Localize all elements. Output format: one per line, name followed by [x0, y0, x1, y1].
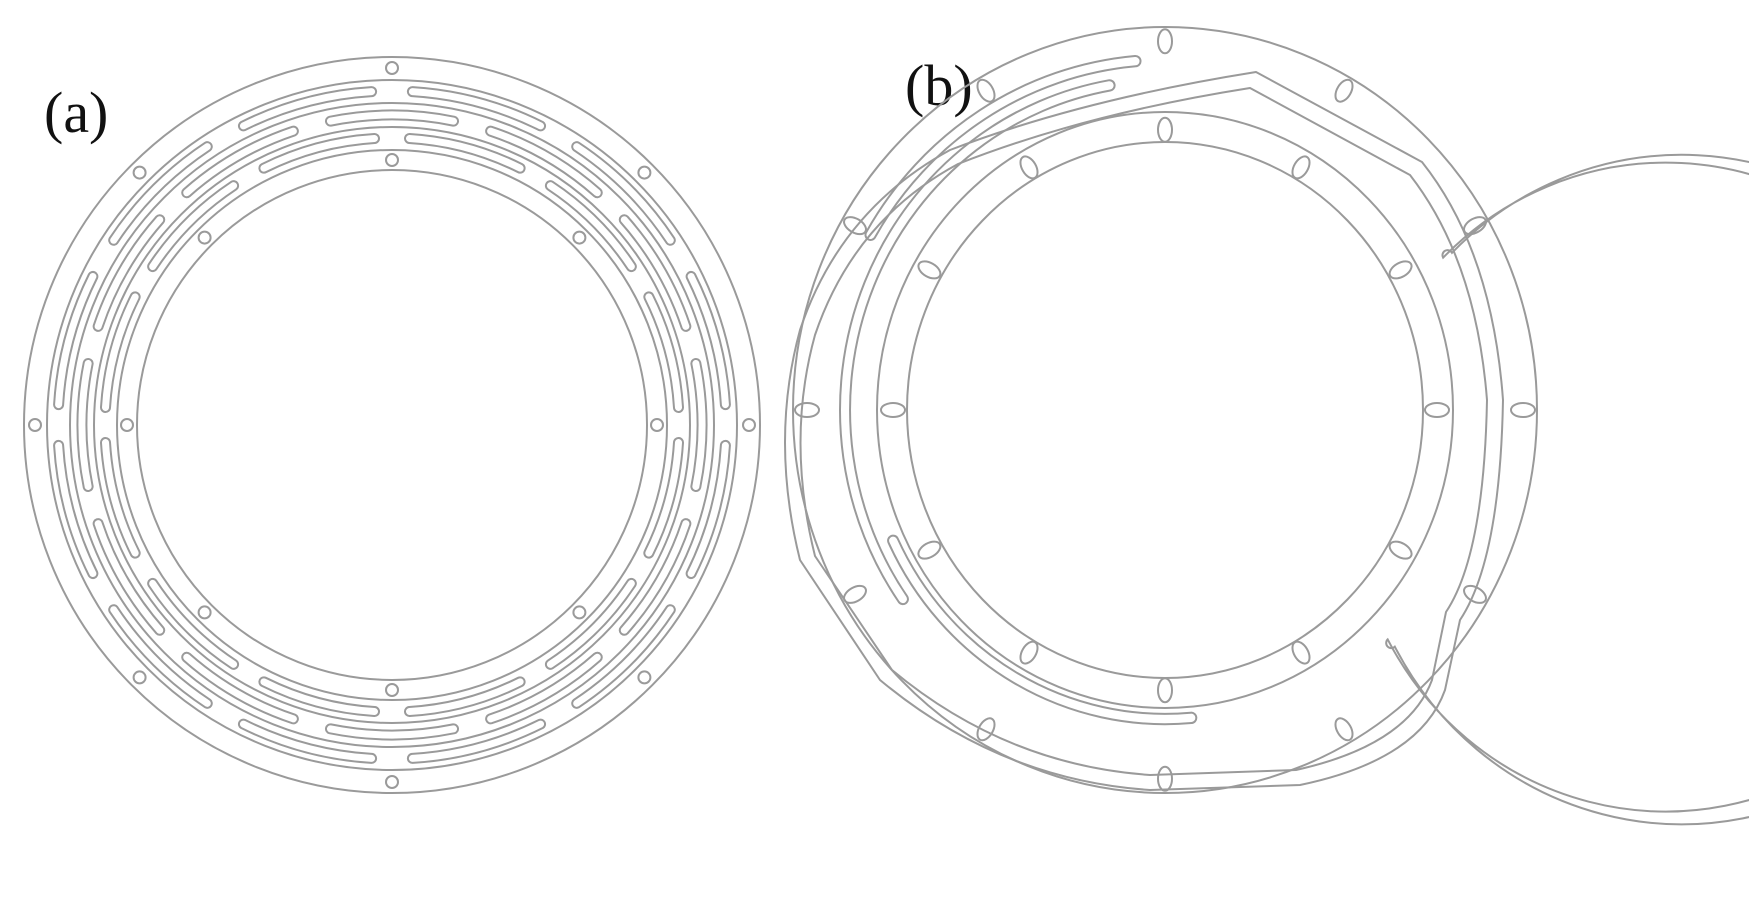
- inner-hole: [572, 230, 587, 245]
- ring-line: [46, 79, 738, 771]
- inner-edge: [136, 169, 648, 681]
- inner-hole: [385, 153, 399, 167]
- slot: [53, 270, 99, 411]
- slot: [404, 676, 526, 717]
- outer-oval-hole: [843, 216, 867, 236]
- slot: [92, 518, 166, 636]
- slot: [258, 133, 380, 174]
- outer-oval-hole: [1334, 78, 1354, 103]
- inner-oval-hole: [1291, 155, 1311, 180]
- slot: [147, 180, 240, 273]
- slot: [571, 141, 676, 246]
- outer-hole: [742, 418, 756, 432]
- panel-b-outlines: [784, 26, 1749, 826]
- outer-hole: [385, 61, 399, 75]
- outer-oval-hole: [1463, 216, 1487, 236]
- slot: [485, 651, 603, 725]
- outer-edge: [792, 26, 1538, 794]
- slot: [690, 358, 708, 492]
- panel-b-seal-pattern: (b): [784, 26, 1749, 826]
- ring-line: [69, 102, 715, 748]
- slot: [237, 86, 378, 132]
- slot: [147, 577, 240, 670]
- outer-hole: [637, 670, 652, 685]
- outer-oval-hole: [976, 78, 996, 103]
- outer-hole: [385, 775, 399, 789]
- channel-outer: [784, 70, 1505, 792]
- inner-oval-hole: [1388, 540, 1413, 560]
- slot: [325, 109, 459, 127]
- panel-b-label: (b): [905, 53, 973, 118]
- inner-hole: [197, 230, 212, 245]
- inner-edge: [906, 141, 1424, 679]
- slot: [685, 439, 731, 580]
- slot: [544, 577, 637, 670]
- slot: [100, 291, 141, 413]
- slot: [618, 214, 692, 332]
- inner-hole: [572, 605, 587, 620]
- slot: [406, 86, 547, 132]
- inner-hole: [385, 683, 399, 697]
- slot: [76, 358, 94, 492]
- slot: [108, 141, 213, 246]
- outer-oval-hole: [1157, 28, 1173, 55]
- inner-hole: [197, 605, 212, 620]
- outer-oval-hole: [1510, 402, 1536, 418]
- slot: [404, 133, 526, 174]
- slot: [258, 676, 380, 717]
- inner-oval-hole: [1424, 402, 1450, 418]
- slot: [100, 437, 141, 559]
- slot: [485, 125, 603, 199]
- inner-oval-hole: [1291, 640, 1311, 665]
- inner-hole: [120, 418, 134, 432]
- slot: [643, 437, 684, 559]
- inner-oval-hole: [917, 260, 942, 280]
- outer-oval-hole: [976, 717, 996, 742]
- outer-oval-hole: [1463, 584, 1487, 604]
- outer-hole: [637, 165, 652, 180]
- slot: [544, 180, 637, 273]
- outer-hole: [132, 670, 147, 685]
- slot: [406, 718, 547, 764]
- slot: [181, 125, 299, 199]
- inner-oval-hole: [1019, 155, 1039, 180]
- slot: [53, 439, 99, 580]
- outer-oval-hole: [794, 402, 820, 418]
- inner-oval-hole: [1019, 640, 1039, 665]
- panel-a-outlines: [23, 56, 761, 794]
- inner-oval-hole: [880, 402, 906, 418]
- outer-hole: [28, 418, 42, 432]
- ring-line: [116, 149, 668, 701]
- inner-oval-hole: [1157, 677, 1173, 704]
- slot: [571, 604, 676, 709]
- slot-top: [864, 55, 1142, 241]
- panel-a-seal-pattern: (a): [23, 56, 761, 794]
- slot: [237, 718, 378, 764]
- slot: [325, 723, 459, 741]
- slot: [92, 214, 166, 332]
- inner-oval-hole: [1388, 260, 1413, 280]
- slot: [108, 604, 213, 709]
- outer-oval-hole: [1334, 717, 1354, 742]
- slot: [685, 270, 731, 411]
- slot: [643, 291, 684, 413]
- panel-a-label: (a): [44, 80, 108, 145]
- slot-upper-left: [839, 79, 1116, 606]
- inner-oval-hole: [917, 540, 942, 560]
- outer-oval-hole: [1157, 765, 1173, 792]
- outer-oval-hole: [843, 584, 867, 604]
- slot-lower: [887, 534, 1198, 726]
- ring-line: [876, 111, 1454, 709]
- inner-oval-hole: [1157, 116, 1173, 143]
- outer-hole: [132, 165, 147, 180]
- slot: [618, 518, 692, 636]
- inner-hole: [650, 418, 664, 432]
- slot: [181, 651, 299, 725]
- outer-edge: [23, 56, 761, 794]
- channel-inner: [799, 86, 1489, 777]
- ring-line: [93, 126, 691, 724]
- slot-right: [1385, 153, 1749, 826]
